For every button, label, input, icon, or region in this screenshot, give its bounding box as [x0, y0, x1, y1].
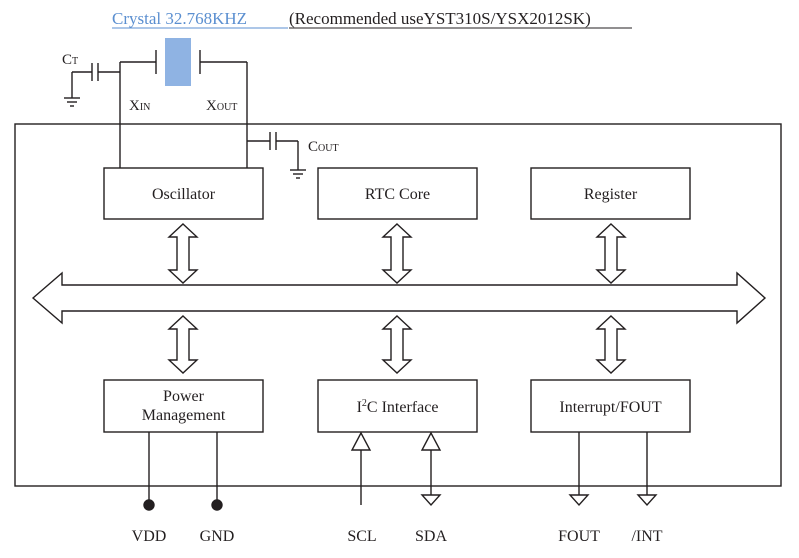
- i2c-interface-block: I2C Interface: [317, 379, 478, 433]
- oscillator-block: Oscillator: [103, 167, 264, 220]
- vertical-arrows: [167, 223, 627, 374]
- power-label-line1: Power: [163, 388, 205, 405]
- double-arrow-upper-2: [381, 223, 413, 284]
- oscillator-label: Oscillator: [152, 186, 216, 203]
- register-block: Register: [530, 167, 691, 220]
- register-label: Register: [584, 186, 638, 203]
- fout-arrow: [568, 494, 590, 507]
- double-arrow-lower-2: [381, 315, 413, 374]
- xout-label: XOUT: [206, 98, 237, 114]
- gnd-dot: [211, 499, 223, 511]
- double-arrow-lower-1: [167, 315, 199, 374]
- fout-pin-label: FOUT: [558, 528, 600, 545]
- sda-arrow-up: [420, 431, 442, 451]
- double-arrow-lower-3: [595, 315, 627, 374]
- scl-arrow: [350, 431, 372, 451]
- interrupt-fout-block: Interrupt/FOUT: [530, 379, 691, 433]
- xin-label: XIN: [129, 98, 150, 114]
- recommended-label: (Recommended useYST310S/YSX2012SK): [289, 9, 591, 28]
- crystal-symbol: [119, 38, 248, 168]
- interrupt-label: Interrupt/FOUT: [559, 399, 661, 416]
- ct-capacitor: [64, 63, 120, 107]
- double-arrow-upper-3: [595, 223, 627, 284]
- chip-outline: [14, 123, 782, 487]
- vdd-pin-label: VDD: [132, 528, 167, 545]
- int-arrow: [636, 494, 658, 507]
- double-arrow-upper-1: [167, 223, 199, 284]
- rtc-core-block: RTC Core: [317, 167, 478, 220]
- power-label-line2: Management: [142, 407, 226, 424]
- vdd-dot: [143, 499, 155, 511]
- sda-arrow-down: [420, 494, 442, 507]
- rtc-core-label: RTC Core: [365, 186, 430, 203]
- int-pin-label: /INT: [631, 528, 662, 545]
- pin-lines: [143, 431, 658, 511]
- power-management-block: Power Management: [103, 379, 264, 433]
- i2c-label: I2C Interface: [357, 398, 439, 416]
- gnd-pin-label: GND: [200, 528, 235, 545]
- crystal-label: Crystal 32.768KHZ: [112, 9, 247, 28]
- bus-arrow: [31, 271, 767, 325]
- scl-pin-label: SCL: [347, 528, 376, 545]
- cout-label: COUT: [308, 139, 339, 155]
- sda-pin-label: SDA: [415, 528, 447, 545]
- crystal-body: [165, 38, 191, 86]
- ct-label: CT: [62, 52, 78, 68]
- cout-capacitor: [247, 132, 306, 179]
